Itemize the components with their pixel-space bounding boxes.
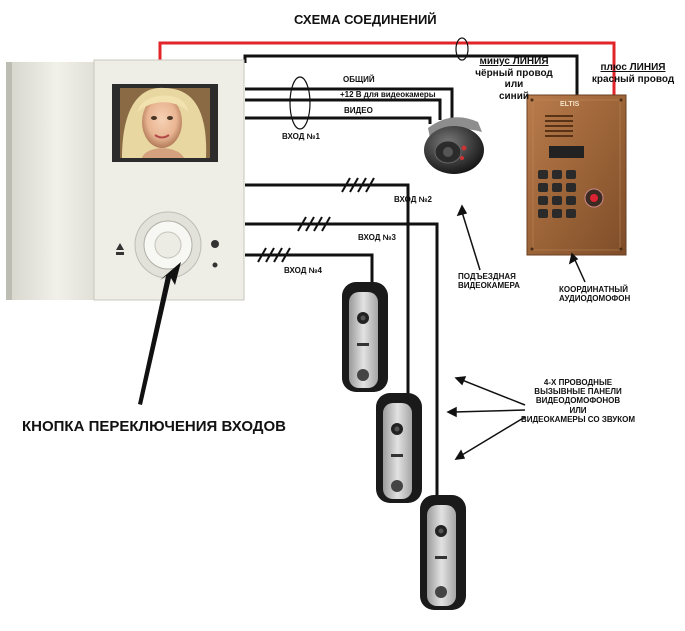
video-monitor <box>6 59 245 301</box>
panels-l1: 4-Х ПРОВОДНЫЕ <box>543 378 613 387</box>
label-input1: ВХОД №1 <box>282 132 321 141</box>
input2-wire <box>245 177 410 398</box>
minus-line-l1: чёрный провод <box>475 67 553 79</box>
call-panel-2 <box>376 393 422 503</box>
panels-l3: ВИДЕОДОМОФОНОВ <box>535 396 621 406</box>
audio-l1: КООРДИНАТНЫЙ <box>559 285 629 294</box>
input3-wire <box>245 216 439 500</box>
entrance-camera-l1: ПОДЪЕЗДНАЯ <box>458 272 516 281</box>
entrance-camera-l2: ВИДЕОКАМЕРА <box>458 281 520 291</box>
plus-line-title: плюс ЛИНИЯ <box>600 62 666 73</box>
switch-button-caption: КНОПКА ПЕРЕКЛЮЧЕНИЯ ВХОДОВ <box>22 418 286 435</box>
call-panel-1 <box>342 282 388 392</box>
label-input3: ВХОД №3 <box>358 233 397 242</box>
label-input4: ВХОД №4 <box>284 266 323 275</box>
label-common: ОБЩИЙ <box>343 75 375 84</box>
label-input2: ВХОД №2 <box>394 195 433 204</box>
panels-l4: ИЛИ <box>569 405 587 415</box>
minus-line-l2: или <box>504 79 524 90</box>
panel-display <box>549 146 584 158</box>
panels-l5: ВИДЕОКАМЕРЫ СО ЗВУКОМ <box>520 414 636 424</box>
input4-wire <box>245 247 374 285</box>
screen-face-image <box>122 87 207 158</box>
user-icon <box>116 243 124 255</box>
panels-l2: ВЫЗЫВНЫЕ ПАНЕЛИ <box>534 387 622 397</box>
dome-camera <box>424 117 484 174</box>
panel-brand: ELTIS <box>560 101 580 108</box>
panel-keypad <box>538 170 576 218</box>
label-video: ВИДЕО <box>344 106 373 115</box>
diagram-title: СХЕМА СОЕДИНЕНИЙ <box>294 12 437 27</box>
call-panel-3 <box>420 495 466 610</box>
indicator-dot <box>211 240 219 248</box>
camera-wires <box>245 76 454 130</box>
audio-intercom-panel: ELTIS <box>526 94 627 256</box>
plus-line-l1: красный провод <box>591 73 675 85</box>
audio-l2: АУДИОДОМОФОН <box>559 294 631 304</box>
black-minus-wire <box>243 37 579 95</box>
red-wire <box>158 41 616 95</box>
entrance-camera-caption: ПОДЪЕЗДНАЯ ВИДЕОКАМЕРА <box>458 272 520 290</box>
minus-line-title: минус ЛИНИЯ <box>479 56 549 67</box>
minus-line-l3: синий <box>498 90 530 102</box>
audio-intercom-caption: КООРДИНАТНЫЙ АУДИОДОМОФОН <box>559 285 630 303</box>
pointer-arrows <box>138 204 586 460</box>
call-panels-caption: 4-Х ПРОВОДНЫЕ ВЫЗЫВНЫЕ ПАНЕЛИ ВИДЕОДОМОФ… <box>516 378 640 424</box>
plus-line-caption: плюс ЛИНИЯ красный провод <box>585 62 681 85</box>
led-dot <box>212 262 218 268</box>
label-power-12v: +12 В для видеокамеры <box>340 90 436 99</box>
minus-line-caption: минус ЛИНИЯ чёрный провод или синий <box>458 56 570 102</box>
